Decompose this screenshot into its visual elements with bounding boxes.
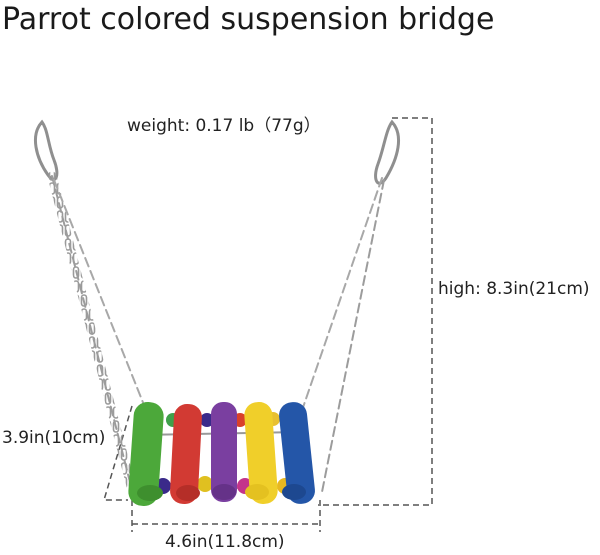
height-dimension-line bbox=[318, 117, 433, 506]
depth-label: 3.9in(10cm) bbox=[2, 428, 106, 448]
page-title: Parrot colored suspension bridge bbox=[2, 2, 495, 37]
weight-label: weight: 0.17 lb（77g） bbox=[127, 116, 321, 136]
height-label: high: 8.3in(21cm) bbox=[438, 279, 590, 299]
left-hook-icon bbox=[33, 119, 59, 181]
right-hook-icon bbox=[374, 119, 400, 185]
perches bbox=[128, 402, 315, 506]
width-dimension-line bbox=[131, 500, 321, 532]
chains bbox=[47, 171, 385, 495]
width-label: 4.6in(11.8cm) bbox=[165, 532, 285, 552]
bridge-body bbox=[128, 402, 315, 506]
